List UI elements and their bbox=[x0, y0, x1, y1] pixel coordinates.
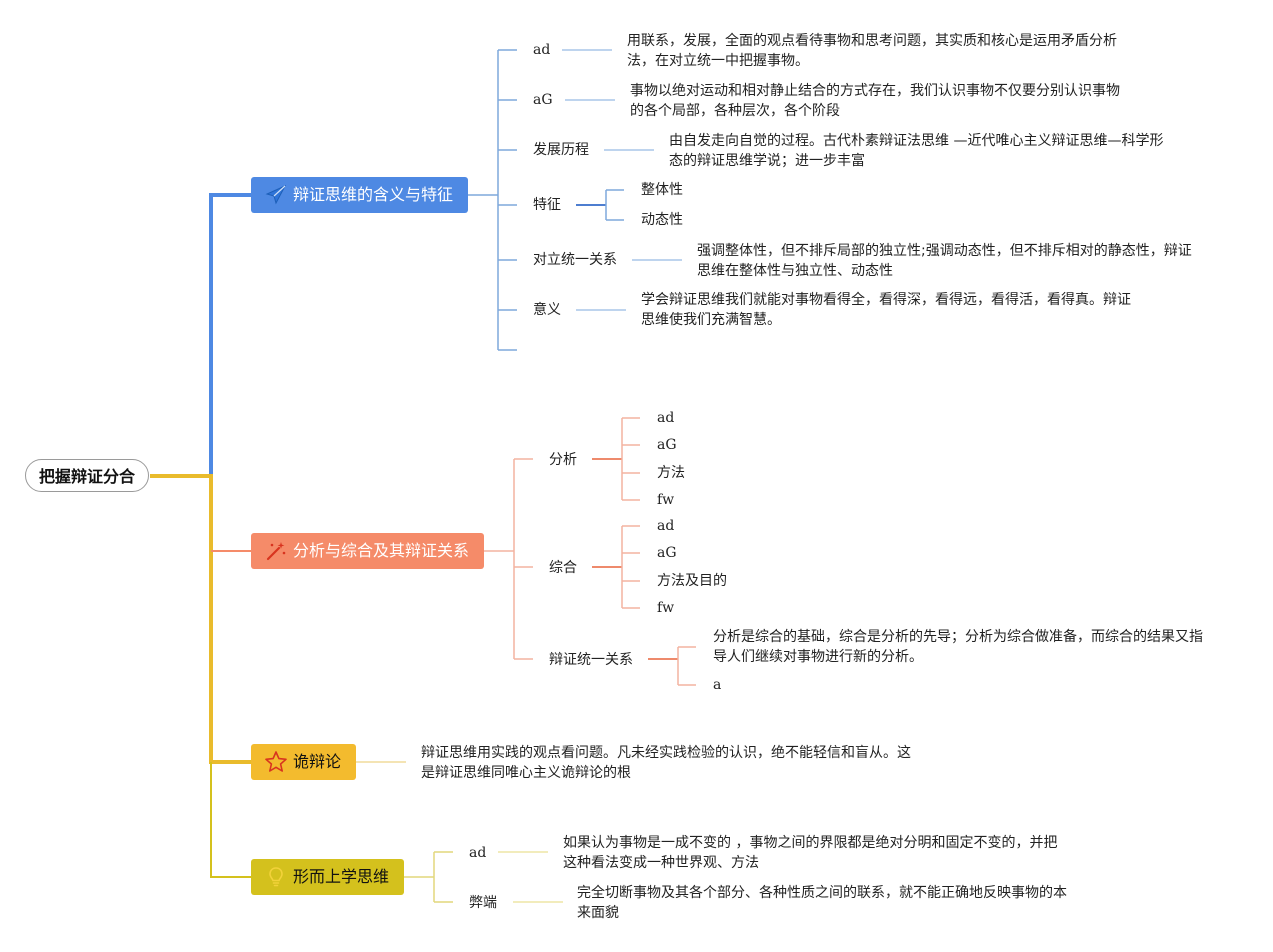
topic-significance-desc[interactable]: 学会辩证思维我们就能对事物看得全，看得深，看得远，看得活，看得真。辩证思维使我们… bbox=[641, 292, 1131, 328]
dialectical-unity-a[interactable]: a bbox=[713, 677, 722, 693]
branch-node-sophistry[interactable]: 诡辩论 bbox=[251, 744, 356, 780]
topic-analysis[interactable]: 分析 bbox=[549, 452, 577, 468]
branch-label: 分析与综合及其辩证关系 bbox=[293, 541, 470, 560]
branch2-connectors bbox=[484, 417, 696, 686]
analysis-method[interactable]: 方法 bbox=[657, 465, 685, 481]
topic-significance[interactable]: 意义 bbox=[533, 302, 561, 318]
sophistry-desc[interactable]: 辩证思维用实践的观点看问题。凡未经实践检验的认识，绝不能轻信和盲从。这是辩证思维… bbox=[421, 745, 911, 781]
root-node[interactable]: 把握辩证分合 bbox=[25, 459, 149, 492]
feature-dynamism[interactable]: 动态性 bbox=[641, 212, 683, 228]
topic-features[interactable]: 特征 bbox=[533, 197, 561, 213]
branch-node-dialectical-thinking[interactable]: 辩证思维的含义与特征 bbox=[251, 177, 468, 213]
branch-label: 辩证思维的含义与特征 bbox=[293, 185, 454, 204]
topic-dialectical-unity[interactable]: 辩证统一关系 bbox=[549, 652, 633, 668]
metaphysics-ad-desc[interactable]: 如果认为事物是一成不变的 ，事物之间的界限都是绝对分明和固定不变的，并把这种看法… bbox=[563, 835, 1058, 871]
topic-ad[interactable]: ad bbox=[533, 42, 551, 58]
feature-wholeness[interactable]: 整体性 bbox=[641, 182, 683, 198]
synthesis-fw[interactable]: fw bbox=[657, 600, 675, 616]
topic-unity-of-opposites-desc[interactable]: 强调整体性，但不排斥局部的独立性;强调动态性，但不排斥相对的静态性，辩证思维在整… bbox=[697, 243, 1192, 279]
paper-plane-icon bbox=[265, 184, 287, 205]
lightbulb-icon bbox=[269, 867, 283, 887]
metaphysics-ad[interactable]: ad bbox=[469, 845, 487, 861]
branch-node-metaphysical-thinking[interactable]: 形而上学思维 bbox=[251, 859, 404, 895]
connector-root-branch4 bbox=[210, 762, 251, 878]
branch-label: 诡辩论 bbox=[293, 752, 342, 771]
star-icon bbox=[265, 751, 287, 772]
dialectical-unity-desc[interactable]: 分析是综合的基础，综合是分析的先导；分析为综合做准备，而综合的结果又指导人们继续… bbox=[713, 629, 1203, 665]
connector-root-branch3 bbox=[150, 474, 251, 764]
synthesis-ag[interactable]: aG bbox=[657, 545, 677, 561]
topic-synthesis[interactable]: 综合 bbox=[549, 560, 577, 576]
analysis-ag[interactable]: aG bbox=[657, 437, 677, 453]
metaphysics-drawbacks-desc[interactable]: 完全切断事物及其各个部分、各种性质之间的联系，就不能正确地反映事物的本来面貌 bbox=[577, 885, 1067, 921]
topic-development-history-desc[interactable]: 由自发走向自觉的过程。古代朴素辩证法思维 —近代唯心主义辩证思维—科学形态的辩证… bbox=[669, 133, 1164, 169]
topic-ad-desc[interactable]: 用联系，发展，全面的观点看待事物和思考问题，其实质和核心是运用矛盾分析法，在对立… bbox=[627, 33, 1117, 69]
connector-root-branch1 bbox=[150, 193, 251, 478]
topic-ag-desc[interactable]: 事物以绝对运动和相对静止结合的方式存在，我们认识事物不仅要分别认识事物的各个局部… bbox=[630, 83, 1120, 119]
branch1-connectors bbox=[468, 49, 682, 351]
analysis-fw[interactable]: fw bbox=[657, 492, 675, 508]
analysis-ad[interactable]: ad bbox=[657, 410, 675, 426]
branch4-connectors bbox=[404, 851, 563, 903]
metaphysics-drawbacks[interactable]: 弊端 bbox=[469, 895, 497, 911]
topic-unity-of-opposites[interactable]: 对立统一关系 bbox=[533, 252, 617, 268]
synthesis-ad[interactable]: ad bbox=[657, 518, 675, 534]
topic-development-history[interactable]: 发展历程 bbox=[533, 142, 589, 158]
synthesis-method-purpose[interactable]: 方法及目的 bbox=[657, 573, 727, 589]
branch-node-analysis-synthesis[interactable]: 分析与综合及其辩证关系 bbox=[251, 533, 484, 569]
branch-label: 形而上学思维 bbox=[293, 867, 390, 886]
magic-wand-icon bbox=[266, 542, 286, 561]
topic-ag[interactable]: aG bbox=[533, 92, 553, 108]
